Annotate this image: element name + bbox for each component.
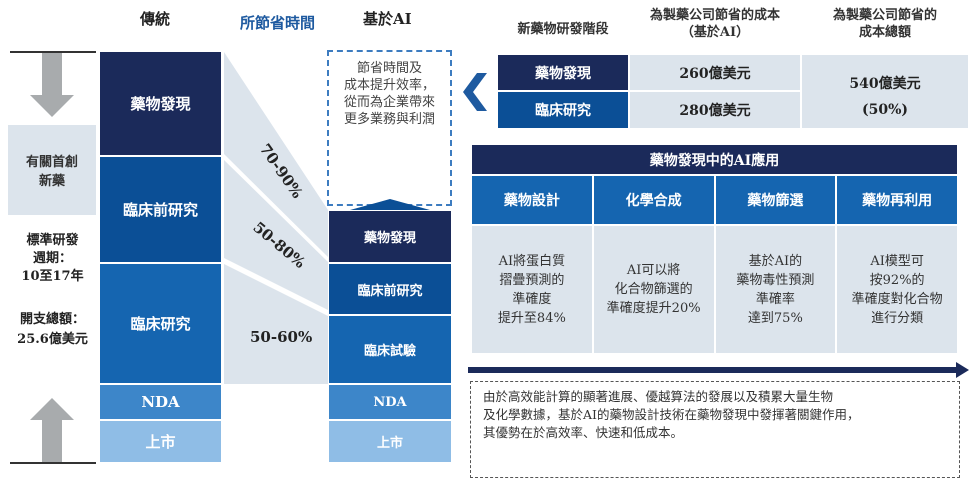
trad-stage-nda: NDA [100,385,221,419]
cycle-label: 標準研發 [26,233,79,248]
ai-app-header: 藥物篩選 [715,176,836,224]
cost-row-saving: 260億美元 [630,55,800,90]
ai-benefit-line: 從而為企業帶來 [343,95,435,110]
cost-total-pct: (50%) [861,102,909,118]
time-saved-header: 所節省時間 [240,14,316,32]
trad-stage-discovery: 藥物發現 [100,52,221,155]
cost-header-saving: 為製藥公司節省的成本 （基於AI） [649,8,780,40]
ai-based-header: 基於AI [363,10,412,28]
cost-row-saving: 280億美元 [630,92,800,128]
ai-stage-clinical-trial: 臨床試驗 [329,316,451,383]
ai-app-desc: AI模型可 按92%的 準確度對化合物 進行分類 [837,226,957,353]
ai-apps-table: 藥物設計 化學合成 藥物篩選 藥物再利用 AI將蛋白質 摺疊預測的 準確度 提升… [472,176,957,353]
cost-info: 開支總額： 25.6億美元 [0,310,105,350]
ai-stage-preclinical: 臨床前研究 [329,264,451,314]
trad-stage-clinical: 臨床研究 [100,264,221,383]
ai-benefit-box: 節省時間及 成本提升效率， 從而為企業帶來 更多業務與利潤 [327,50,452,206]
down-arrow-icon [30,53,74,117]
ai-stage-discovery: 藥物發現 [329,211,451,262]
ai-benefit-line: 成本提升效率， [343,78,435,93]
cost-value: 25.6億美元 [17,332,88,347]
saving-clinical: 50-60% [250,328,313,346]
cycle-label2: 週期： [32,251,72,266]
ai-app-header: 藥物再利用 [837,176,957,224]
cost-label: 開支總額： [19,312,85,327]
cost-total-cell: 540億美元 (50%) [802,55,968,128]
cost-total: 540億美元 [849,76,921,92]
ai-stage-nda: NDA [329,385,451,419]
time-saved-wedge [224,52,328,384]
chevron-left-icon [463,73,487,111]
up-triangle-icon [350,199,430,210]
right-arrow-icon [468,362,969,378]
cost-row-stage: 藥物發現 [498,55,628,90]
trad-stage-preclinical: 臨床前研究 [100,157,221,262]
cycle-info: 標準研發 週期： 10至17年 [0,232,105,286]
cost-row-stage: 臨床研究 [498,92,628,128]
ai-stage-market: 上市 [329,421,451,462]
novel-drug-box: 有關首創新藥 [8,125,96,215]
cost-header-total: 為製藥公司節省的 成本總額 [832,8,937,40]
ai-app-desc: AI將蛋白質 摺疊預測的 準確度 提升至84% [472,226,592,353]
ai-benefit-line: 更多業務與利潤 [343,112,435,127]
ai-app-desc: AI可以將 化合物篩選的 準確度提升20% [593,226,714,353]
top-line [10,51,96,53]
ai-benefit-line: 節省時間及 [356,61,422,76]
traditional-header: 傳統 [140,10,171,28]
up-arrow-icon [30,398,74,462]
ai-app-desc: 基於AI的 藥物毒性預測 準確率 達到75% [715,226,836,353]
cost-header-stage: 新藥物研發階段 [517,21,609,37]
trad-stage-market: 上市 [100,421,221,462]
ai-app-header: 化學合成 [593,176,714,224]
cycle-value: 10至17年 [21,269,84,284]
summary-box: 由於高效能計算的顯著進展、優越算法的發展以及積累大量生物 及化學數據，基於AI的… [470,381,960,478]
bottom-line [10,462,96,464]
ai-app-header: 藥物設計 [472,176,592,224]
ai-apps-title: 藥物發現中的AI應用 [472,145,957,174]
